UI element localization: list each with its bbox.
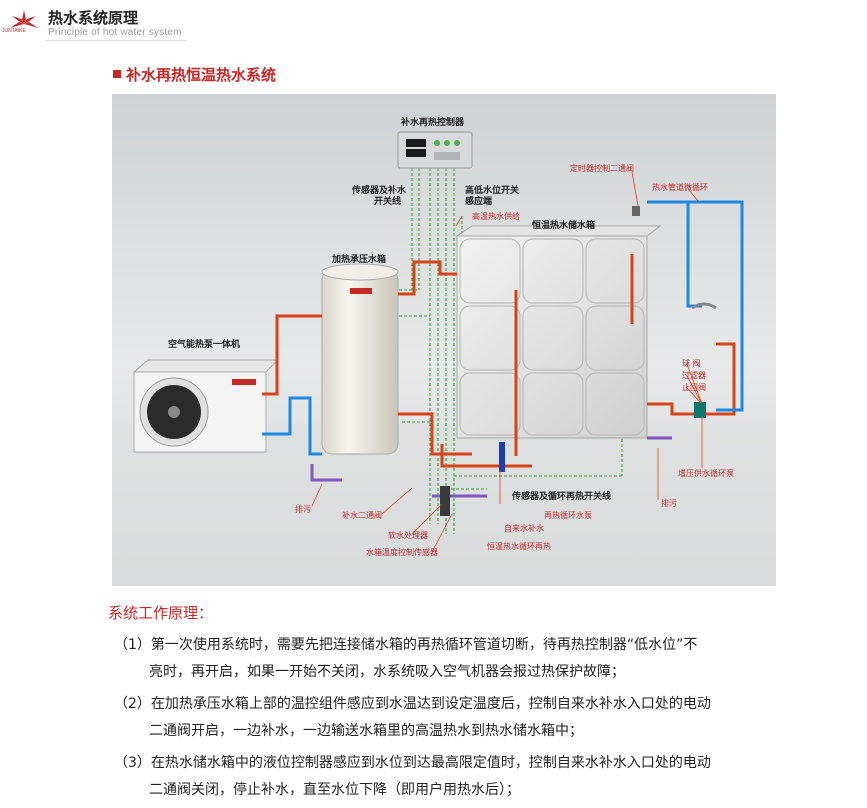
- label-filter: 过滤器: [682, 370, 706, 380]
- page-subtitle: Principle of hot water system: [48, 27, 182, 38]
- label-makeup-valve: 补水二通阀: [342, 510, 382, 520]
- reheat-controller: [397, 131, 473, 169]
- label-check-valve: 止回阀: [682, 382, 706, 392]
- system-diagram: 补水再热控制器 传感器及补水 开关线 高低水位开关 感应端 高温热水供给 恒温热…: [112, 94, 776, 586]
- page-header: JUNTAIKE 热水系统原理 Principle of hot water s…: [0, 0, 867, 44]
- heat-pump-unit: [132, 359, 280, 453]
- heated-pressure-tank: [321, 263, 399, 455]
- label-ball-valve: 球 阀: [682, 358, 701, 368]
- label-constant-tank: 恒温热水储水箱: [532, 219, 595, 231]
- label-controller: 补水再热控制器: [400, 116, 465, 128]
- header-divider: [46, 40, 186, 41]
- constant-temp-tank: [455, 225, 662, 439]
- section-marker-icon: [113, 70, 121, 78]
- booster-pump: [694, 402, 706, 418]
- principle-3-line-1: （3）在热水储水箱中的液位控制器感应到水位到达最高限定值时，控制自来水补水入口处…: [114, 755, 711, 771]
- brand-logo-icon: [10, 10, 38, 28]
- timer-valve: [632, 206, 640, 216]
- label-level-switch: 高低水位开关 感应端: [465, 184, 522, 207]
- faucet: [691, 302, 717, 310]
- principle-paragraph-3: （3）在热水储水箱中的液位控制器感应到水位到达最高限定值时，控制自来水补水入口处…: [114, 750, 794, 804]
- principle-1-line-1: （1）第一次使用系统时，需要先把连接储水箱的再热循环管道切断，待再热控制器“低水…: [114, 637, 698, 653]
- label-heat-pump: 空气能热泵一体机: [168, 338, 240, 350]
- principle-2-line-2: 二通阀开启，一边补水，一边输送水箱里的高温热水到热水储水箱中；: [149, 723, 583, 739]
- label-heated-tank: 加热承压水箱: [331, 253, 386, 265]
- label-sensor-line: 传感器及补水 开关线: [351, 184, 409, 207]
- label-sensor-circ-line: 传感器及循环再热开关线: [511, 490, 611, 502]
- label-drain-right: 排污: [661, 498, 677, 508]
- principle-paragraph-1: （1）第一次使用系统时，需要先把连接储水箱的再热循环管道切断，待再热控制器“低水…: [114, 632, 794, 686]
- label-hot-supply: 高温热水供给: [472, 211, 520, 221]
- page-title: 热水系统原理: [48, 9, 139, 27]
- label-booster-pump: 增压供水循环泵: [678, 468, 734, 478]
- principle-title: 系统工作原理：: [108, 604, 214, 622]
- label-constant-reheat: 恒温热水循环再热: [487, 541, 551, 551]
- reheat-pump: [499, 442, 505, 472]
- label-tank-temp-sensor: 水箱温度控制传感器: [366, 547, 438, 557]
- label-softener: 软水处理器: [388, 530, 428, 540]
- label-pipe-circulation: 热水管道微循环: [652, 182, 708, 192]
- label-reheat-pump: 再热循环水泵: [544, 510, 592, 520]
- label-drain-left: 排污: [295, 504, 311, 514]
- principle-paragraph-2: （2）在加热承压水箱上部的温控组件感应到水温达到设定温度后，控制自来水补水入口处…: [114, 691, 794, 745]
- label-timer-valve: 定时器控制二通阀: [570, 163, 634, 173]
- label-tap-water: 自来水补水: [504, 523, 544, 533]
- softener: [440, 486, 450, 516]
- section-title: 补水再热恒温热水系统: [126, 66, 277, 84]
- brand-name: JUNTAIKE: [2, 28, 26, 34]
- principle-1-line-2: 亮时，再开启，如果一开始不关闭，水系统吸入空气机器会报过热保护故障；: [149, 664, 625, 680]
- principle-2-line-1: （2）在加热承压水箱上部的温控组件感应到水温达到设定温度后，控制自来水补水入口处…: [114, 696, 711, 712]
- principle-3-line-2: 二通阀关闭，停止补水，直至水位下降（即用户用热水后）；: [149, 782, 520, 798]
